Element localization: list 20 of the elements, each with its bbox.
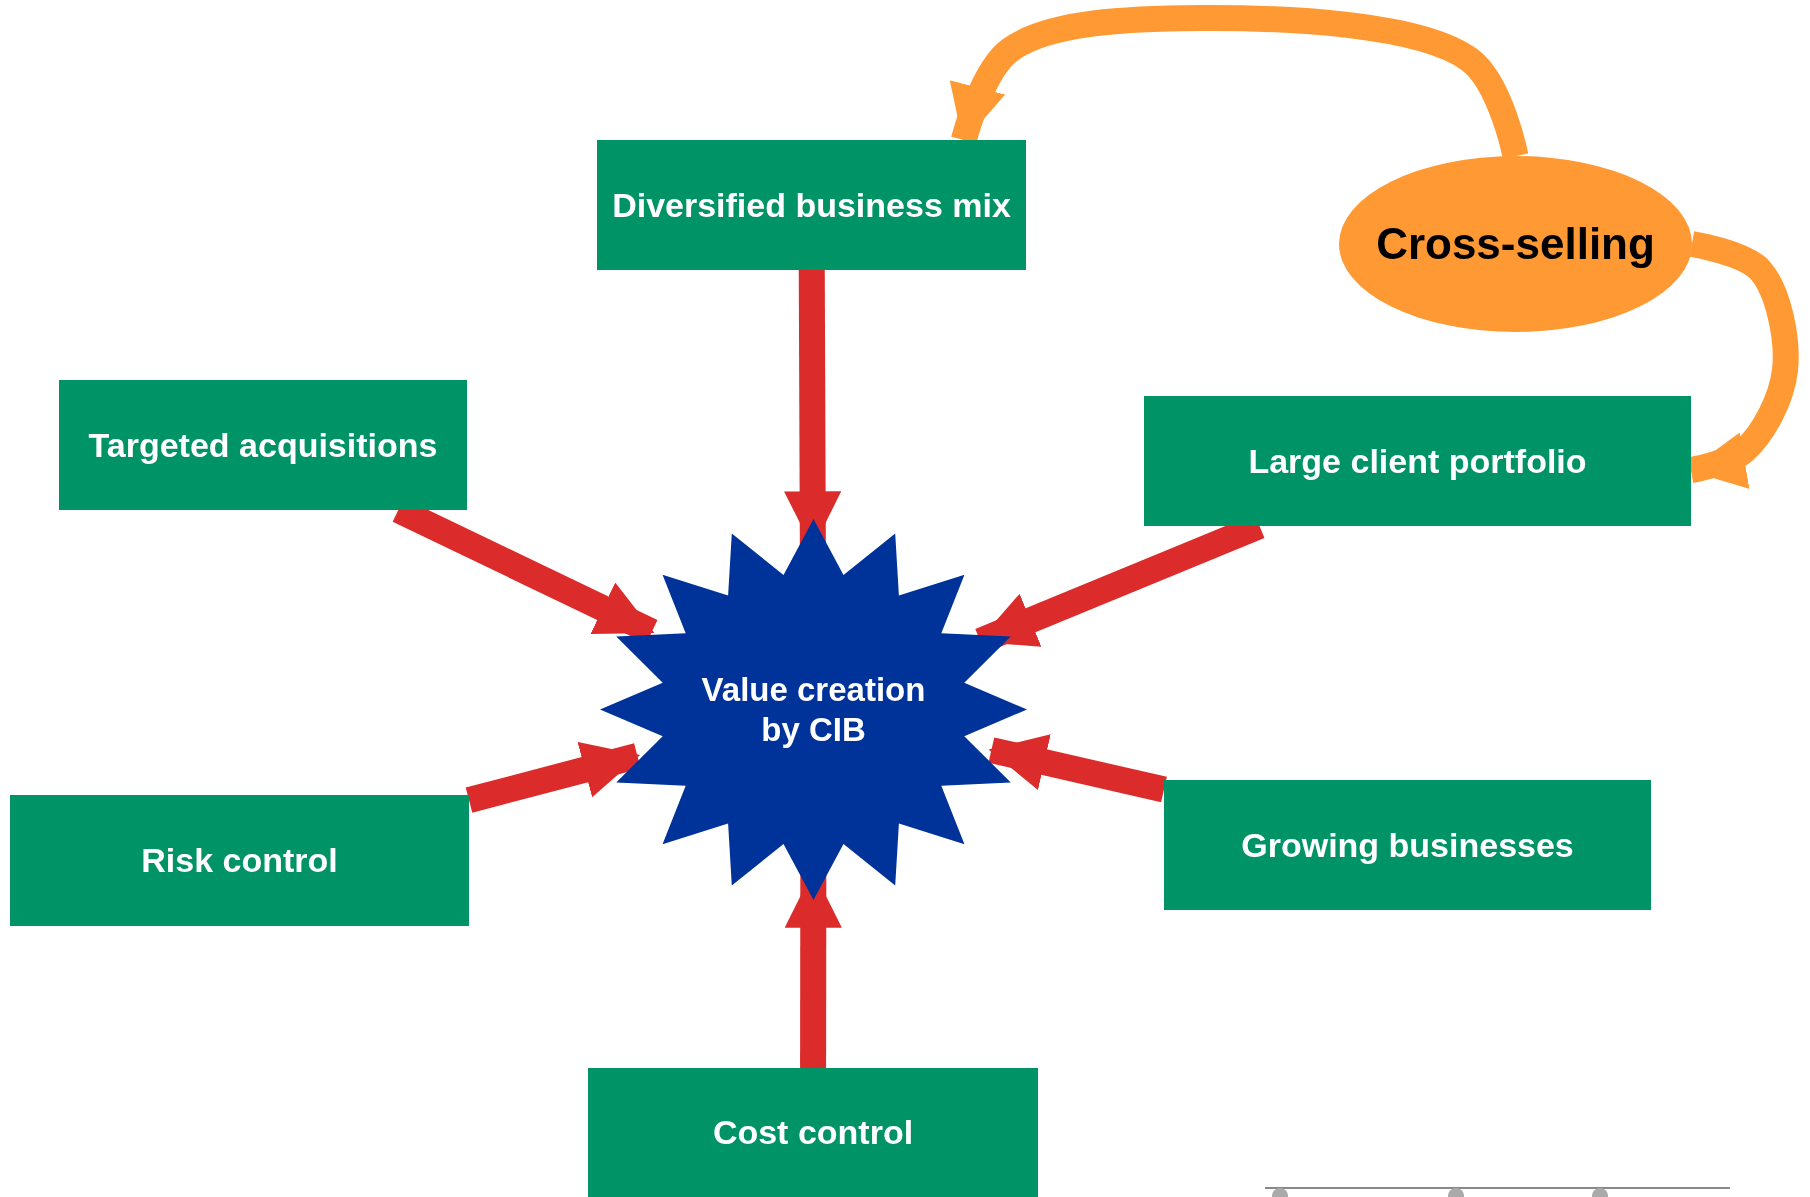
- process-box: [588, 1068, 1038, 1197]
- node-label: Value creation by CIB: [700, 669, 927, 750]
- block-arrow: [988, 734, 1167, 803]
- node-label: Large client portfolio: [1248, 440, 1587, 482]
- starburst-node: [600, 519, 1027, 900]
- node-label: Targeted acquisitions: [88, 424, 438, 466]
- curved-arrow: [1688, 231, 1799, 489]
- process-box: [10, 795, 469, 926]
- node-label: Cross-selling: [1376, 217, 1655, 270]
- ellipse-node: [1339, 156, 1692, 332]
- node-label: Diversified business mix: [612, 184, 1011, 226]
- node-label: Risk control: [141, 840, 338, 881]
- process-box: [597, 140, 1026, 270]
- process-box: [59, 380, 467, 510]
- block-arrow: [465, 742, 641, 813]
- node-label: Growing businesses: [1241, 824, 1574, 866]
- process-box: [1164, 780, 1651, 910]
- node-label: Cost control: [712, 1112, 914, 1153]
- process-box: [1144, 396, 1691, 526]
- curved-arrow: [950, 5, 1529, 159]
